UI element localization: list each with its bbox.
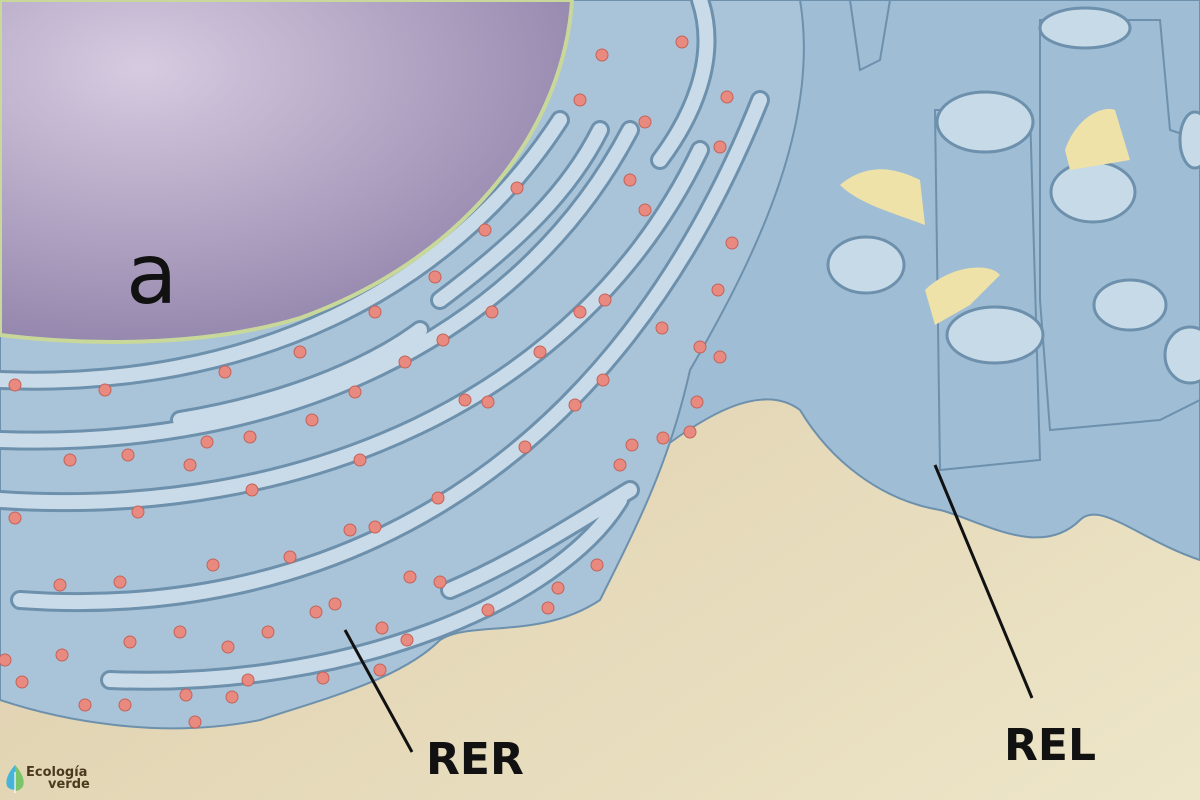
ribosomes	[0, 35, 739, 729]
smooth-er	[638, 0, 1200, 562]
ecologia-verde-logo: Ecología verde	[4, 764, 90, 794]
rer-label: RER	[426, 734, 524, 785]
nucleus	[0, 0, 575, 344]
nucleus-label: a	[126, 225, 178, 323]
rough-er	[0, 0, 805, 730]
rel-leader-line	[933, 464, 1034, 699]
logo-line2: verde	[48, 777, 90, 792]
logo-text: Ecología verde	[26, 765, 90, 792]
logo-line1: Ecología	[26, 765, 88, 780]
leaf-icon	[6, 765, 24, 793]
rer-leader-line	[343, 629, 414, 753]
rel-label: REL	[1004, 720, 1096, 771]
